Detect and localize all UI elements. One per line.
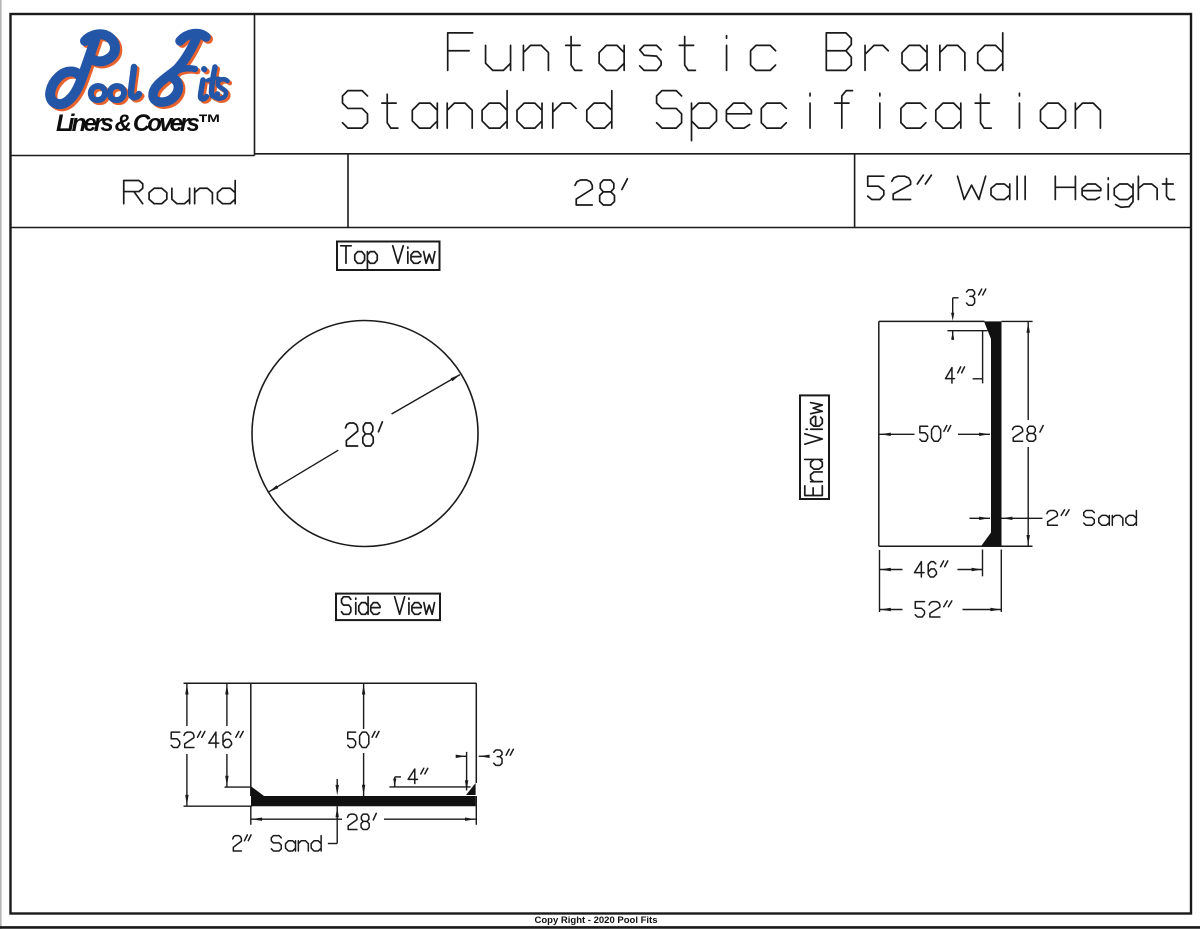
svg-text:Copy Right - 2020 Pool Fits: Copy Right - 2020 Pool Fits (535, 915, 658, 926)
svg-text:Liners & Covers™: Liners & Covers™ (56, 110, 221, 137)
